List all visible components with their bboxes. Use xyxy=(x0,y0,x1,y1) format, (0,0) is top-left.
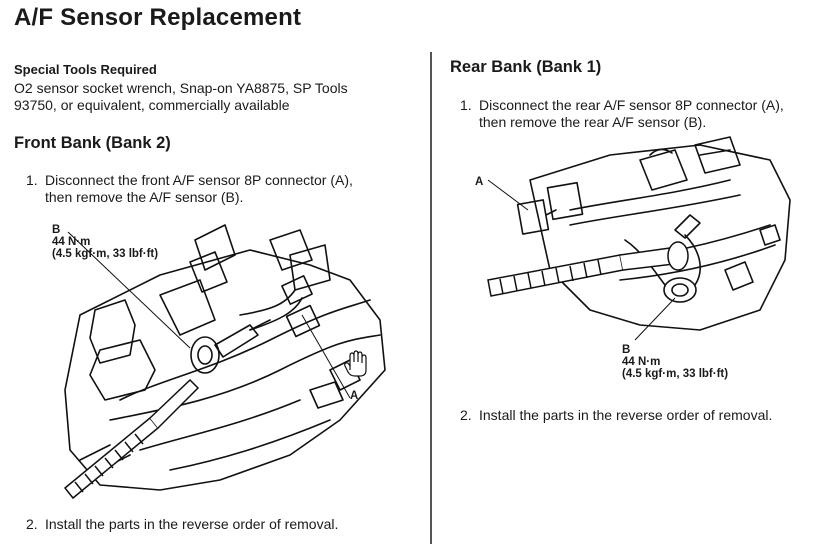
rear-callout-a: A xyxy=(475,176,484,188)
front-step-2-text: Install the parts in the reverse order o… xyxy=(45,516,339,532)
front-callout-b-alt: (4.5 kgf·m, 33 lbf·ft) xyxy=(52,248,159,260)
page-title: A/F Sensor Replacement xyxy=(14,4,302,31)
front-step-1-line-2: then remove the A/F sensor (B). xyxy=(45,189,244,205)
front-step-1-number: 1. xyxy=(26,172,38,188)
rear-bank-heading: Rear Bank (Bank 1) xyxy=(450,58,602,76)
front-step-1: 1. Disconnect the front A/F sensor 8P co… xyxy=(26,172,406,208)
rear-step-1-line-2: then remove the rear A/F sensor (B). xyxy=(479,114,707,130)
hand-pointer-icon xyxy=(344,350,367,377)
rear-callout-b-alt: (4.5 kgf·m, 33 lbf·ft) xyxy=(622,368,729,380)
front-step-1-line-1: Disconnect the front A/F sensor 8P conne… xyxy=(45,172,353,188)
rear-callout-b-letter: B xyxy=(622,344,631,356)
front-callout-b-torque: 44 N·m xyxy=(52,236,91,248)
rear-callout-b: B 44 N·m (4.5 kgf·m, 33 lbf·ft) xyxy=(622,344,728,380)
front-bank-illustration xyxy=(63,224,386,500)
special-tools-text: O2 sensor socket wrench, Snap-on YA8875,… xyxy=(14,80,348,113)
special-tools-heading: Special Tools Required xyxy=(14,62,157,77)
column-divider xyxy=(430,52,432,544)
front-step-2: 2. Install the parts in the reverse orde… xyxy=(26,516,416,534)
rear-step-2-number: 2. xyxy=(460,407,472,423)
front-callout-a: A xyxy=(350,390,359,402)
rear-step-2-text: Install the parts in the reverse order o… xyxy=(479,407,773,423)
rear-step-2: 2. Install the parts in the reverse orde… xyxy=(460,407,825,425)
rear-step-1: 1. Disconnect the rear A/F sensor 8P con… xyxy=(460,97,825,133)
front-callout-b: B 44 N·m (4.5 kgf·m, 33 lbf·ft) xyxy=(52,224,158,260)
rear-bank-illustration xyxy=(487,136,791,341)
rear-step-1-line-1: Disconnect the rear A/F sensor 8P connec… xyxy=(479,97,784,113)
rear-step-1-number: 1. xyxy=(460,97,472,113)
front-step-2-number: 2. xyxy=(26,516,38,532)
front-bank-heading: Front Bank (Bank 2) xyxy=(14,134,171,152)
front-callout-b-letter: B xyxy=(52,224,61,236)
rear-callout-b-torque: 44 N·m xyxy=(622,356,661,368)
